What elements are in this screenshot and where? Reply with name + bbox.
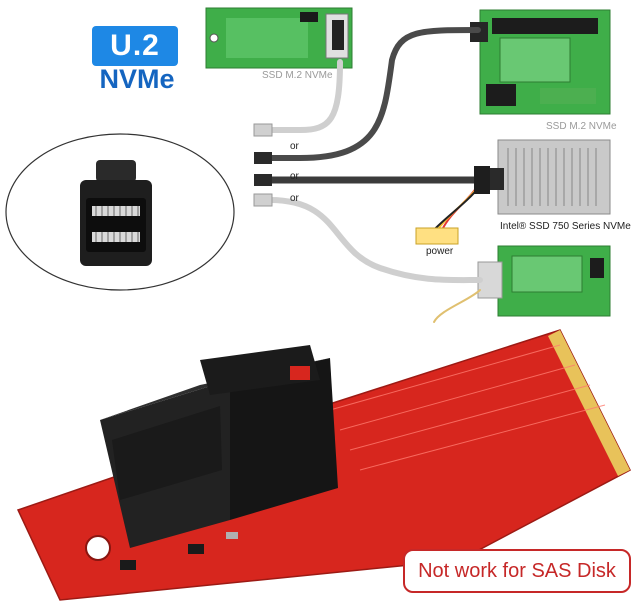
label-ssd-m2-right: SSD M.2 NVMe: [546, 121, 617, 132]
sata-power-plug: [415, 227, 459, 245]
badge-subtitle: NVMe: [99, 64, 175, 94]
m2-carrier-board-bottom: [477, 245, 611, 317]
u2-plug: [474, 166, 490, 194]
sas-warning-box: Not work for SAS Disk: [403, 549, 631, 593]
sas-warning-text: Not work for SAS Disk: [418, 559, 616, 582]
label-power: power: [426, 246, 454, 257]
u2-badge: U.2: [92, 26, 178, 66]
label-intel-ssd: Intel® SSD 750 Series NVMe: [500, 221, 631, 232]
sff-8643-socket: [100, 345, 338, 548]
label-or-1: or: [290, 141, 299, 152]
m2-adapter-board-top: [205, 7, 353, 69]
connector-closeup: [5, 133, 235, 291]
m2-carrier-board-right: [470, 9, 611, 115]
cable-heads: [253, 123, 273, 207]
label-or-3: or: [290, 193, 299, 204]
badge-title: U.2: [110, 29, 160, 62]
intel-ssd-750-drive: [480, 139, 611, 215]
label-ssd-m2-top: SSD M.2 NVMe: [262, 70, 333, 81]
label-or-2: or: [290, 171, 299, 182]
